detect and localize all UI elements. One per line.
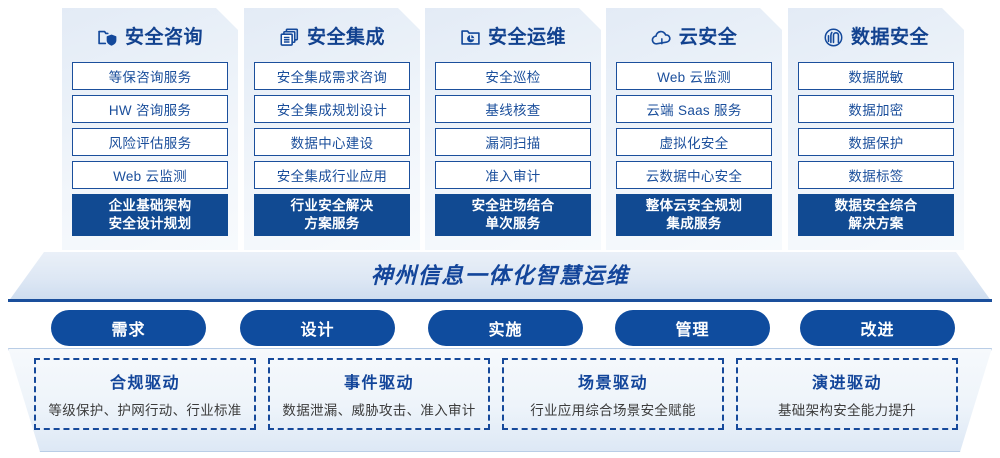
- service-item[interactable]: 云端 Saas 服务: [616, 95, 772, 123]
- driver-box-scenario[interactable]: 场景驱动 行业应用综合场景安全赋能: [502, 358, 724, 430]
- service-item[interactable]: 数据中心建设: [254, 128, 410, 156]
- service-item[interactable]: HW 咨询服务: [72, 95, 228, 123]
- footer-line: 单次服务: [485, 216, 541, 231]
- column-footer-highlight[interactable]: 企业基础架构 安全设计规划: [72, 194, 228, 236]
- driver-title: 演进驱动: [811, 375, 882, 392]
- service-item[interactable]: 准入审计: [435, 161, 591, 189]
- service-item[interactable]: 数据保护: [798, 128, 954, 156]
- column-title: 云安全: [678, 26, 738, 48]
- phase-pill[interactable]: 改进: [800, 310, 955, 346]
- driver-subtitle: 等级保护、护网行动、行业标准: [48, 403, 242, 418]
- footer-line: 行业安全解决: [290, 198, 374, 213]
- cloud-icon: [651, 27, 672, 48]
- service-item[interactable]: 安全巡检: [435, 62, 591, 90]
- footer-line: 数据安全综合: [834, 198, 918, 213]
- banner-title: 神州信息一体化智慧运维: [370, 263, 630, 288]
- column-footer-highlight[interactable]: 行业安全解决 方案服务: [254, 194, 410, 236]
- fingerprint-icon: [823, 27, 844, 48]
- column-footer-highlight[interactable]: 数据安全综合 解决方案: [798, 194, 954, 236]
- stacked-documents-icon: [279, 27, 300, 48]
- driver-title: 事件驱动: [343, 375, 414, 392]
- footer-line: 安全驻场结合: [471, 198, 555, 213]
- driver-box-compliance[interactable]: 合规驱动 等级保护、护网行动、行业标准: [34, 358, 256, 430]
- driver-subtitle: 数据泄漏、威胁攻击、准入审计: [282, 403, 476, 418]
- service-item[interactable]: 虚拟化安全: [616, 128, 772, 156]
- column-title: 安全运维: [487, 26, 566, 48]
- service-item[interactable]: Web 云监测: [616, 62, 772, 90]
- platform-banner: [8, 252, 992, 302]
- service-column-cloud-security[interactable]: 云安全 Web 云监测 云端 Saas 服务 虚拟化安全 云数据中心安全 整体云…: [606, 8, 782, 250]
- phase-pill[interactable]: 管理: [615, 310, 770, 346]
- column-header: 安全咨询: [72, 16, 228, 58]
- driver-subtitle: 基础架构安全能力提升: [778, 403, 916, 418]
- driver-title: 场景驱动: [577, 375, 648, 392]
- service-item[interactable]: 风险评估服务: [72, 128, 228, 156]
- phase-pill[interactable]: 需求: [51, 310, 206, 346]
- column-header: 云安全: [616, 16, 772, 58]
- driver-title: 合规驱动: [109, 375, 180, 392]
- column-title: 安全咨询: [124, 26, 203, 48]
- footer-line: 整体云安全规划: [645, 198, 743, 213]
- footer-line: 集成服务: [666, 216, 722, 231]
- column-header: 安全运维: [435, 16, 591, 58]
- service-item[interactable]: 数据脱敏: [798, 62, 954, 90]
- phase-pill[interactable]: 实施: [428, 310, 583, 346]
- driver-box-evolution[interactable]: 演进驱动 基础架构安全能力提升: [736, 358, 958, 430]
- column-header: 安全集成: [254, 16, 410, 58]
- driver-boxes: 合规驱动 等级保护、护网行动、行业标准 事件驱动 数据泄漏、威胁攻击、准入审计 …: [0, 358, 1000, 442]
- service-item[interactable]: 安全集成需求咨询: [254, 62, 410, 90]
- footer-line: 方案服务: [304, 216, 360, 231]
- service-item[interactable]: 数据加密: [798, 95, 954, 123]
- service-column-data-security[interactable]: 数据安全 数据脱敏 数据加密 数据保护 数据标签 数据安全综合 解决方案: [788, 8, 964, 250]
- column-title: 数据安全: [850, 26, 929, 48]
- driver-box-incident[interactable]: 事件驱动 数据泄漏、威胁攻击、准入审计: [268, 358, 490, 430]
- footer-line: 安全设计规划: [108, 216, 192, 231]
- service-item[interactable]: 数据标签: [798, 161, 954, 189]
- drivers-container: [8, 348, 992, 452]
- phase-pill[interactable]: 设计: [240, 310, 395, 346]
- service-columns: 安全咨询 等保咨询服务 HW 咨询服务 风险评估服务 Web 云监测 企业基础架…: [0, 0, 1000, 250]
- service-item[interactable]: Web 云监测: [72, 161, 228, 189]
- service-item[interactable]: 云数据中心安全: [616, 161, 772, 189]
- folder-chart-icon: [460, 27, 481, 48]
- phase-pills: 需求 设计 实施 管理 改进: [0, 310, 1000, 348]
- column-footer-highlight[interactable]: 整体云安全规划 集成服务: [616, 194, 772, 236]
- column-footer-highlight[interactable]: 安全驻场结合 单次服务: [435, 194, 591, 236]
- service-item[interactable]: 安全集成规划设计: [254, 95, 410, 123]
- column-header: 数据安全: [798, 16, 954, 58]
- banner-baseline: [8, 299, 992, 302]
- service-column-security-operations[interactable]: 安全运维 安全巡检 基线核查 漏洞扫描 准入审计 安全驻场结合 单次服务: [425, 8, 601, 250]
- service-column-security-consulting[interactable]: 安全咨询 等保咨询服务 HW 咨询服务 风险评估服务 Web 云监测 企业基础架…: [62, 8, 238, 250]
- service-column-security-integration[interactable]: 安全集成 安全集成需求咨询 安全集成规划设计 数据中心建设 安全集成行业应用 行…: [244, 8, 420, 250]
- service-item[interactable]: 漏洞扫描: [435, 128, 591, 156]
- column-title: 安全集成: [306, 26, 385, 48]
- service-item[interactable]: 基线核查: [435, 95, 591, 123]
- footer-line: 解决方案: [848, 216, 904, 231]
- folder-shield-icon: [97, 27, 118, 48]
- service-item[interactable]: 安全集成行业应用: [254, 161, 410, 189]
- service-item[interactable]: 等保咨询服务: [72, 62, 228, 90]
- footer-line: 企业基础架构: [108, 198, 192, 213]
- driver-subtitle: 行业应用综合场景安全赋能: [530, 403, 696, 418]
